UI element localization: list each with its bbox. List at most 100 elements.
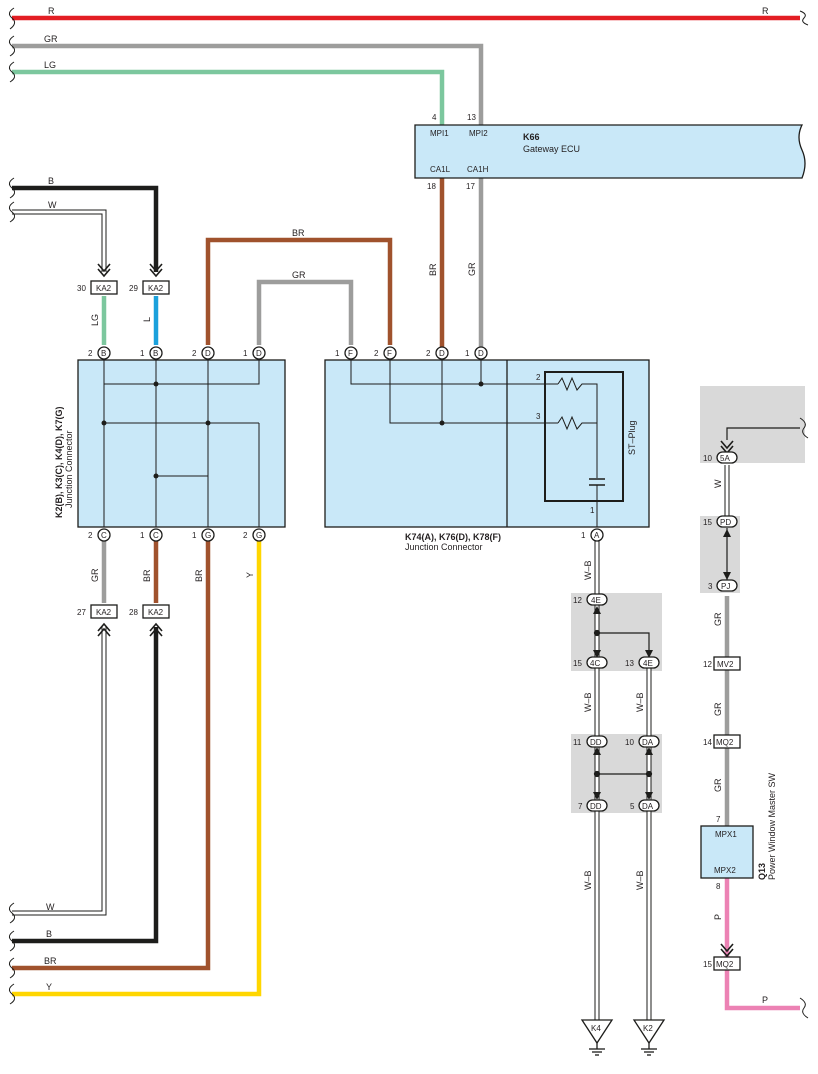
pin-letter: B	[101, 349, 106, 358]
connector-name: 4E	[643, 659, 653, 668]
pin-letter: D	[439, 349, 445, 358]
resistor-pin-3: 3	[536, 412, 541, 421]
connector-mq2-14: 14 MQ2	[703, 734, 741, 749]
wire-y-bottom	[12, 541, 262, 997]
pin-letter: D	[205, 349, 211, 358]
ground-k4	[580, 1019, 614, 1056]
wire-5a-top	[726, 427, 800, 440]
connector-name: KA2	[96, 284, 112, 293]
wire-label-b-top: B	[48, 176, 54, 186]
wire-label-wb-5: W–B	[635, 870, 645, 890]
wire-label-b-bottom: B	[46, 929, 52, 939]
ecu-pin-4-number: 4	[432, 113, 437, 122]
ground-label-k4: K4	[591, 1024, 601, 1033]
break-mark-5a	[799, 417, 809, 439]
pin-number: 1	[335, 349, 340, 358]
connector-number: 12	[573, 596, 582, 605]
connector-name: KA2	[96, 608, 112, 617]
wire-label-y-g: Y	[245, 572, 255, 578]
capacitor-pin-1: 1	[590, 506, 595, 515]
connector-name: MQ2	[716, 738, 734, 747]
connector-4e-13: 13 4E	[625, 656, 660, 669]
wire-label-br-c: BR	[142, 569, 152, 582]
connector-ka2-30: 30 KA2	[77, 280, 118, 295]
jc-right-top-pins: 1 F 2 F 2 D 1 D	[335, 346, 488, 360]
connector-mv2-12: 12 MV2	[703, 656, 741, 671]
splice-arrows	[593, 529, 731, 800]
connector-mq2-15: 15 MQ2	[703, 956, 741, 971]
wire-label-wb-1: W–B	[583, 560, 593, 580]
connector-name: KA2	[148, 608, 164, 617]
wire-label-gr-pj: GR	[713, 612, 723, 626]
wire-label-w-bottom: W	[46, 902, 55, 912]
wire-label-w-5a: W	[713, 479, 723, 488]
wire-top-lg	[12, 69, 445, 125]
jc-right-subtitle: Junction Connector	[405, 542, 483, 552]
wire-label-lg-vert: LG	[90, 314, 100, 326]
jc-left-bottom-pins: 2 C 1 C 1 G 2 G	[88, 528, 266, 542]
ecu-pin-18-number: 18	[427, 182, 436, 191]
st-plug-label: ST–Plug	[627, 420, 637, 455]
pin-letter: B	[153, 349, 158, 358]
pin-letter: C	[153, 531, 159, 540]
pin-number: 2	[426, 349, 431, 358]
ecu-pin-mpi1: MPI1	[430, 129, 449, 138]
ecu-pin-ca1h: CA1H	[467, 165, 489, 174]
connector-number: 10	[625, 738, 634, 747]
wire-top-gr	[12, 43, 484, 125]
wire-label-br-upper: BR	[292, 228, 305, 238]
connector-dd-11: 11 DD	[573, 735, 608, 748]
wire-label-lg-top: LG	[44, 60, 56, 70]
pin-letter: G	[256, 531, 262, 540]
connector-name: 4E	[591, 596, 601, 605]
connector-ka2-28: 28 KA2	[129, 604, 170, 619]
jc-right-box	[324, 359, 650, 528]
wire-label-gr-upper: GR	[292, 270, 306, 280]
wire-label-gr-top: GR	[44, 34, 58, 44]
switch-pin-8-number: 8	[716, 882, 721, 891]
pin-number: 2	[88, 349, 93, 358]
connector-dd-7: 7 DD	[578, 799, 608, 812]
connector-da-10: 10 DA	[625, 735, 660, 748]
wire-label-wb-4: W–B	[583, 870, 593, 890]
connector-ka2-29: 29 KA2	[129, 280, 170, 295]
wire-label-p-horiz: P	[762, 995, 768, 1005]
jc-left-top-pins: 2 B 1 B 2 D 1 D	[88, 346, 266, 360]
wire-label-br-bottom: BR	[44, 956, 57, 966]
jc-left-box	[77, 359, 286, 528]
connector-name: KA2	[148, 284, 164, 293]
pin-number: 1	[140, 531, 145, 540]
connector-pd-15: 15 PD	[703, 515, 738, 528]
resistor-pin-2: 2	[536, 373, 541, 382]
switch-name: Power Window Master SW	[767, 772, 777, 880]
switch-pin-mpx1: MPX1	[715, 830, 737, 839]
connector-number: 3	[708, 582, 713, 591]
wire-wb-column	[594, 541, 652, 1020]
switch-code: Q13	[757, 863, 767, 880]
ground-k2	[632, 1019, 666, 1056]
switch-pin-7-number: 7	[716, 815, 721, 824]
connector-number: 7	[578, 802, 583, 811]
connector-number: 15	[703, 960, 712, 969]
connector-number: 5	[630, 802, 635, 811]
connector-number: 30	[77, 284, 86, 293]
connector-name: PD	[720, 518, 731, 527]
pin-number: 1	[581, 531, 586, 540]
ecu-pin-mpi2: MPI2	[469, 129, 488, 138]
jc-left-subtitle: Junction Connector	[64, 430, 74, 508]
wire-label-br-ecu: BR	[428, 263, 438, 276]
wire-w-bottom	[12, 627, 107, 916]
connector-name: DD	[590, 802, 602, 811]
wire-label-gr-mv2: GR	[713, 702, 723, 716]
connector-name: 5A	[720, 454, 730, 463]
connector-number: 14	[703, 738, 712, 747]
connector-5a-10: 10 5A	[703, 451, 738, 464]
ecu-pin-ca1l: CA1L	[430, 165, 451, 174]
connector-number: 13	[625, 659, 634, 668]
wire-label-gr-c: GR	[90, 568, 100, 582]
pin-number: 2	[374, 349, 379, 358]
wire-p-column	[724, 878, 800, 1011]
wire-label-gr-ecu: GR	[467, 262, 477, 276]
splice-4e	[593, 629, 650, 654]
